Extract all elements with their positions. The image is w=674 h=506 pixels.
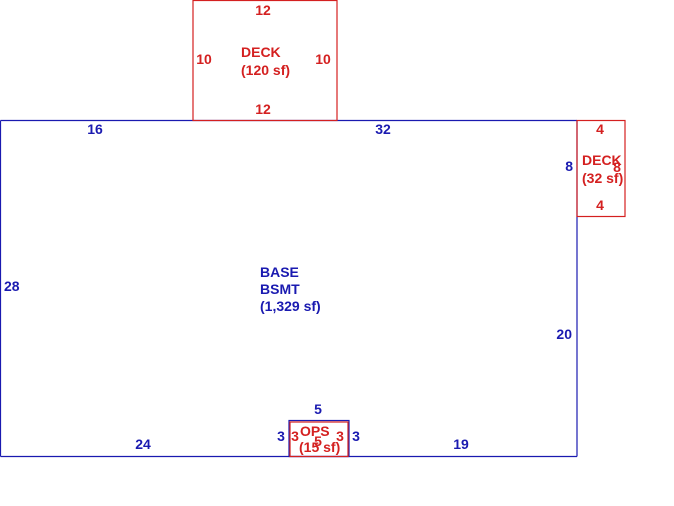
- ops-dim-left: 3: [277, 428, 285, 444]
- ops-dim-right: 3: [352, 428, 360, 444]
- ops-dim-inner-red: 5: [314, 433, 322, 449]
- ops-dim-top: 5: [314, 401, 322, 417]
- dim-bottom-right: 19: [453, 436, 469, 452]
- dim-notch: 8: [565, 158, 573, 174]
- deck-right-label: DECK: [582, 152, 622, 168]
- deck-top-dim-right: 10: [315, 51, 331, 67]
- ops-sqft: (15 sf): [299, 439, 340, 455]
- deck-top-dim-bottom: 12: [255, 101, 271, 117]
- deck-top-dim-top: 12: [255, 2, 271, 18]
- deck-right-sqft: (32 sf): [582, 170, 623, 186]
- dim-bottom-left: 24: [135, 436, 151, 452]
- dim-right: 20: [556, 326, 572, 342]
- deck-right-dim-right: 8: [613, 159, 621, 175]
- main-area-label-line2: BSMT: [260, 281, 300, 297]
- main-area-label-line1: BASE: [260, 264, 299, 280]
- ops-dim-right-red: 3: [336, 428, 344, 444]
- deck-right-outline: [576, 119, 626, 218]
- dim-left: 28: [4, 278, 20, 294]
- ops-dim-left-red: 3: [291, 428, 299, 444]
- ops-outline-red: [289, 421, 349, 458]
- deck-top-label: DECK: [241, 44, 281, 60]
- deck-right-dim-bottom: 4: [596, 197, 604, 213]
- deck-top-outline: [192, 0, 338, 122]
- dim-top-right: 32: [375, 121, 391, 137]
- dim-top-left: 16: [87, 121, 103, 137]
- ops-label: OPS: [300, 423, 330, 439]
- main-area-sqft: (1,329 sf): [260, 298, 321, 314]
- deck-top-sqft: (120 sf): [241, 62, 290, 78]
- deck-top-dim-left: 10: [196, 51, 212, 67]
- deck-right-dim-top: 4: [596, 121, 604, 137]
